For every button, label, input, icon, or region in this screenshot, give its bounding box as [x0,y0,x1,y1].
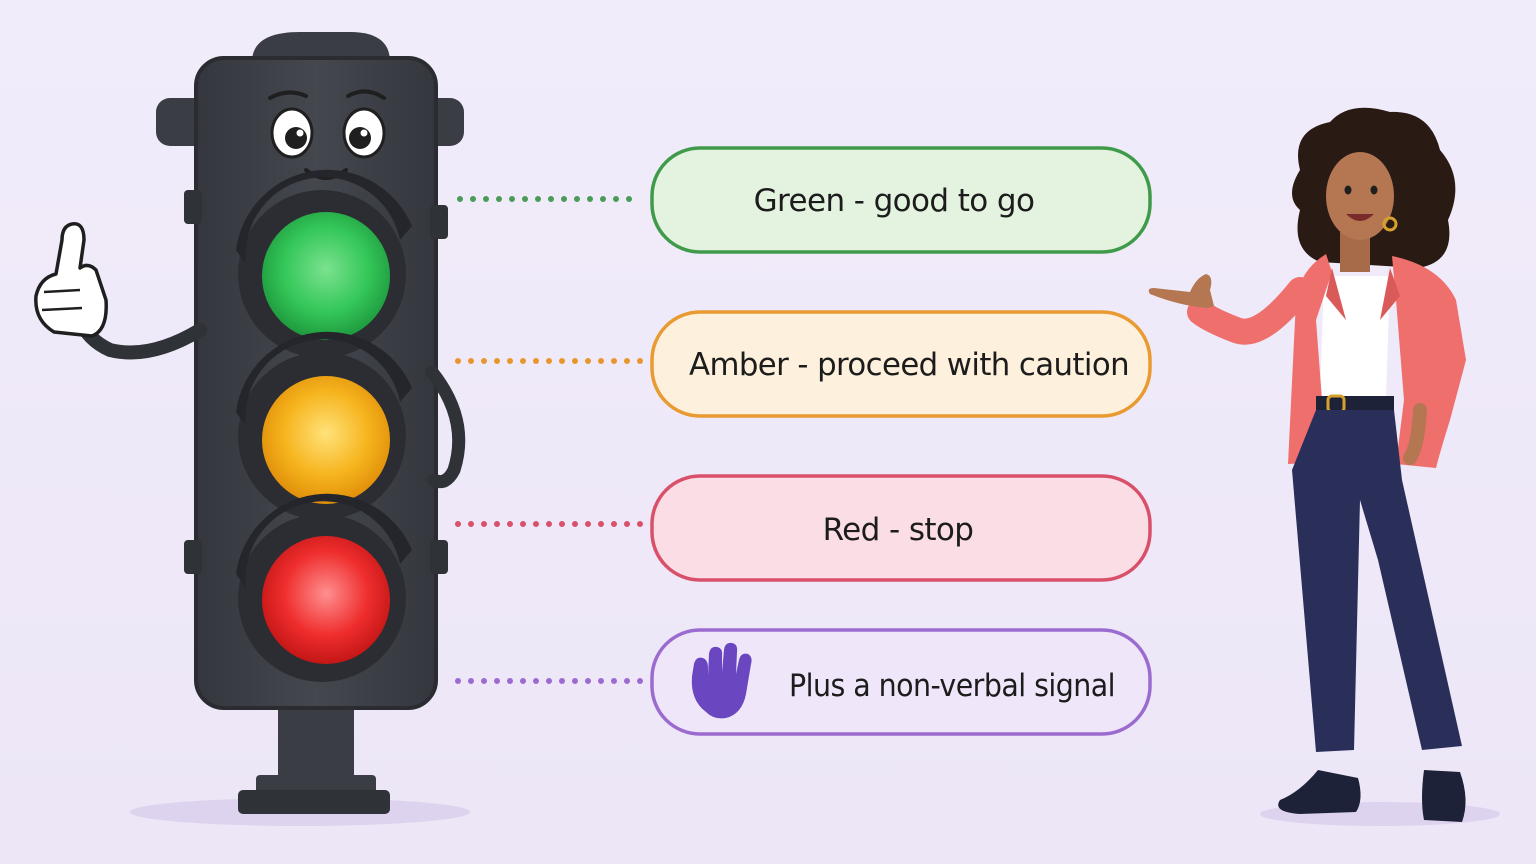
green-light [236,169,412,358]
pill-signal: Plus a non-verbal signal [650,628,1152,736]
thumbs-up-icon [34,222,108,338]
pill-green-label: Green - good to go [754,183,1035,219]
pill-amber: Amber - proceed with caution [650,310,1152,418]
amber-light [236,331,412,520]
presenter-woman [1148,107,1500,826]
pill-red-label: Red - stop [823,512,974,548]
red-light [236,493,412,682]
pill-green: Green - good to go [650,146,1152,254]
pill-amber-label: Amber - proceed with caution [689,347,1129,383]
traffic-light [34,32,470,826]
raised-hand-icon [691,642,752,719]
pill-red: Red - stop [650,474,1152,582]
pill-signal-label: Plus a non-verbal signal [789,668,1115,704]
